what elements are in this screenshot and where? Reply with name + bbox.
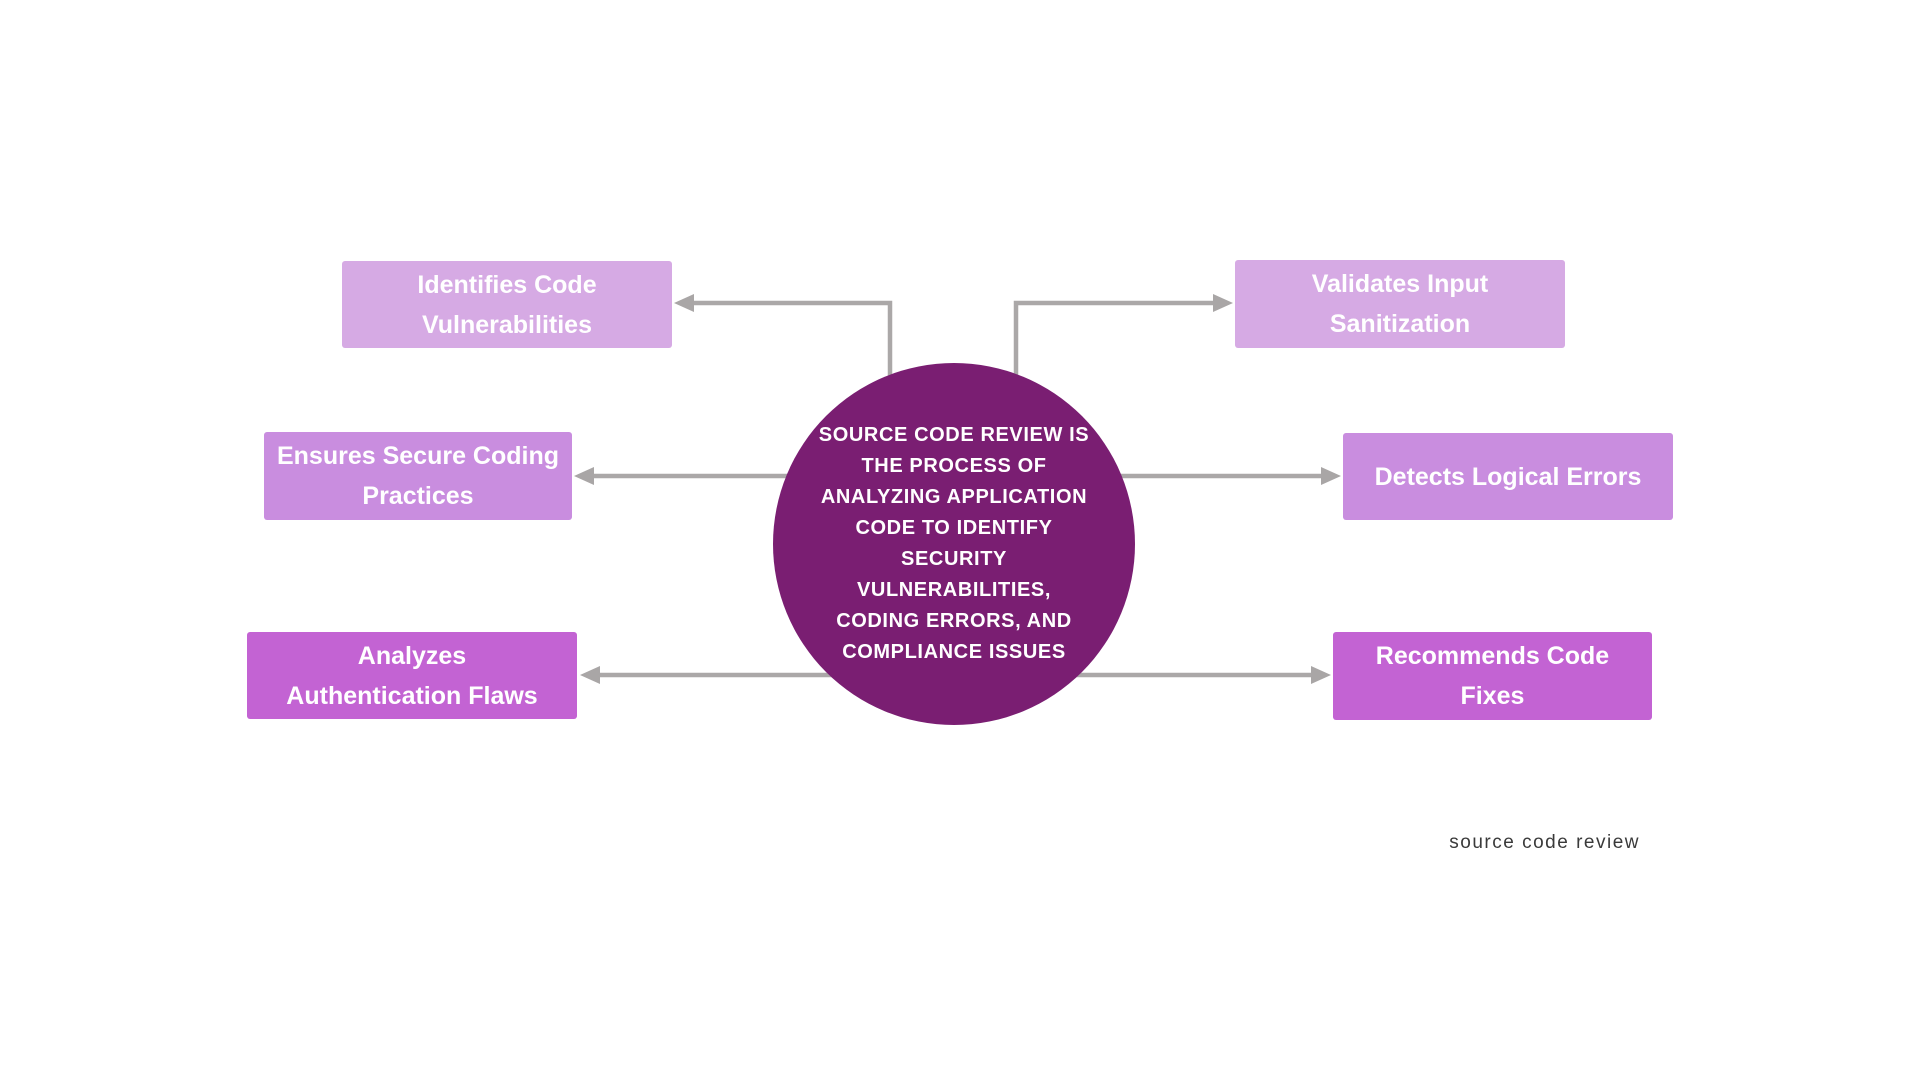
arrowhead-middle-right-icon [1321, 467, 1341, 485]
node-label: Analyzes Authentication Flaws [286, 641, 538, 710]
node-label: Ensures Secure Coding Practices [276, 442, 560, 510]
connector-top-right [1013, 300, 1215, 390]
node-analyzes-authentication-flaws: Analyzes Authentication Flaws [247, 632, 577, 719]
footer-caption: source code review [1449, 832, 1640, 853]
arrowhead-bottom-right-icon [1311, 666, 1331, 684]
central-node-text: SOURCE CODE REVIEW IS THE PROCESS OF ANA… [818, 424, 1090, 663]
node-validates-input-sanitization: Validates Input Sanitization [1235, 260, 1565, 348]
node-label: Identifies Code Vulnerabilities [417, 270, 597, 339]
node-recommends-code-fixes: Recommends Code Fixes [1333, 632, 1652, 720]
node-ensures-secure-coding-practices: Ensures Secure Coding Practices [264, 432, 572, 520]
arrowhead-top-left-icon [674, 294, 694, 312]
arrowhead-middle-left-icon [574, 467, 594, 485]
node-label: Validates Input Sanitization [1311, 270, 1489, 338]
arrowhead-top-right-icon [1213, 294, 1233, 312]
arrowhead-bottom-left-icon [580, 666, 600, 684]
connector-top-left [692, 300, 893, 390]
node-identifies-code-vulnerabilities: Identifies Code Vulnerabilities [342, 261, 672, 348]
node-label: Recommends Code Fixes [1375, 642, 1610, 710]
node-detects-logical-errors: Detects Logical Errors [1343, 433, 1673, 520]
central-node: SOURCE CODE REVIEW IS THE PROCESS OF ANA… [773, 363, 1135, 725]
node-label: Detects Logical Errors [1374, 462, 1642, 491]
